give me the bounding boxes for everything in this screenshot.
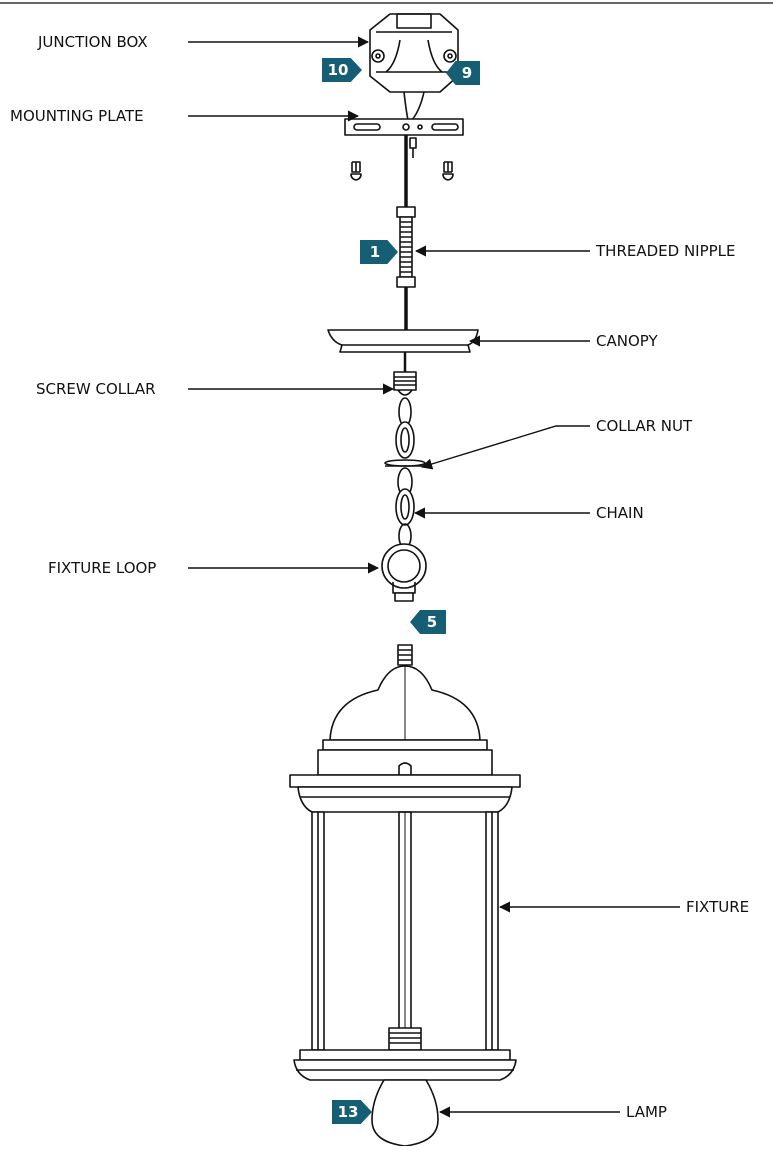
lamp-drawing [371,1079,439,1147]
threaded-nipple-drawing [396,206,416,288]
chain-drawing [395,397,415,549]
canopy-label: CANOPY [596,332,658,350]
fixture-drawing [289,644,521,1081]
threaded-nipple-label: THREADED NIPPLE [596,242,736,260]
chain-label: CHAIN [596,504,644,522]
screw-collar-drawing [393,371,417,396]
mounting-screws-drawing [350,161,454,181]
screw-collar-label: SCREW COLLAR [36,380,156,398]
collar-nut-label: COLLAR NUT [596,417,693,435]
canopy-drawing [327,329,479,353]
fixture-loop-label: FIXTURE LOOP [48,559,157,577]
collar-nut-drawing [384,459,426,467]
junction-box-label: JUNCTION BOX [38,33,148,51]
mounting-plate-label: MOUNTING PLATE [10,107,144,125]
junction-box-drawing [369,13,459,121]
fixture-loop-drawing [381,543,427,602]
collar-nut-leader [420,425,590,470]
fixture-label: FIXTURE [686,898,750,916]
lamp-label: LAMP [626,1103,667,1121]
